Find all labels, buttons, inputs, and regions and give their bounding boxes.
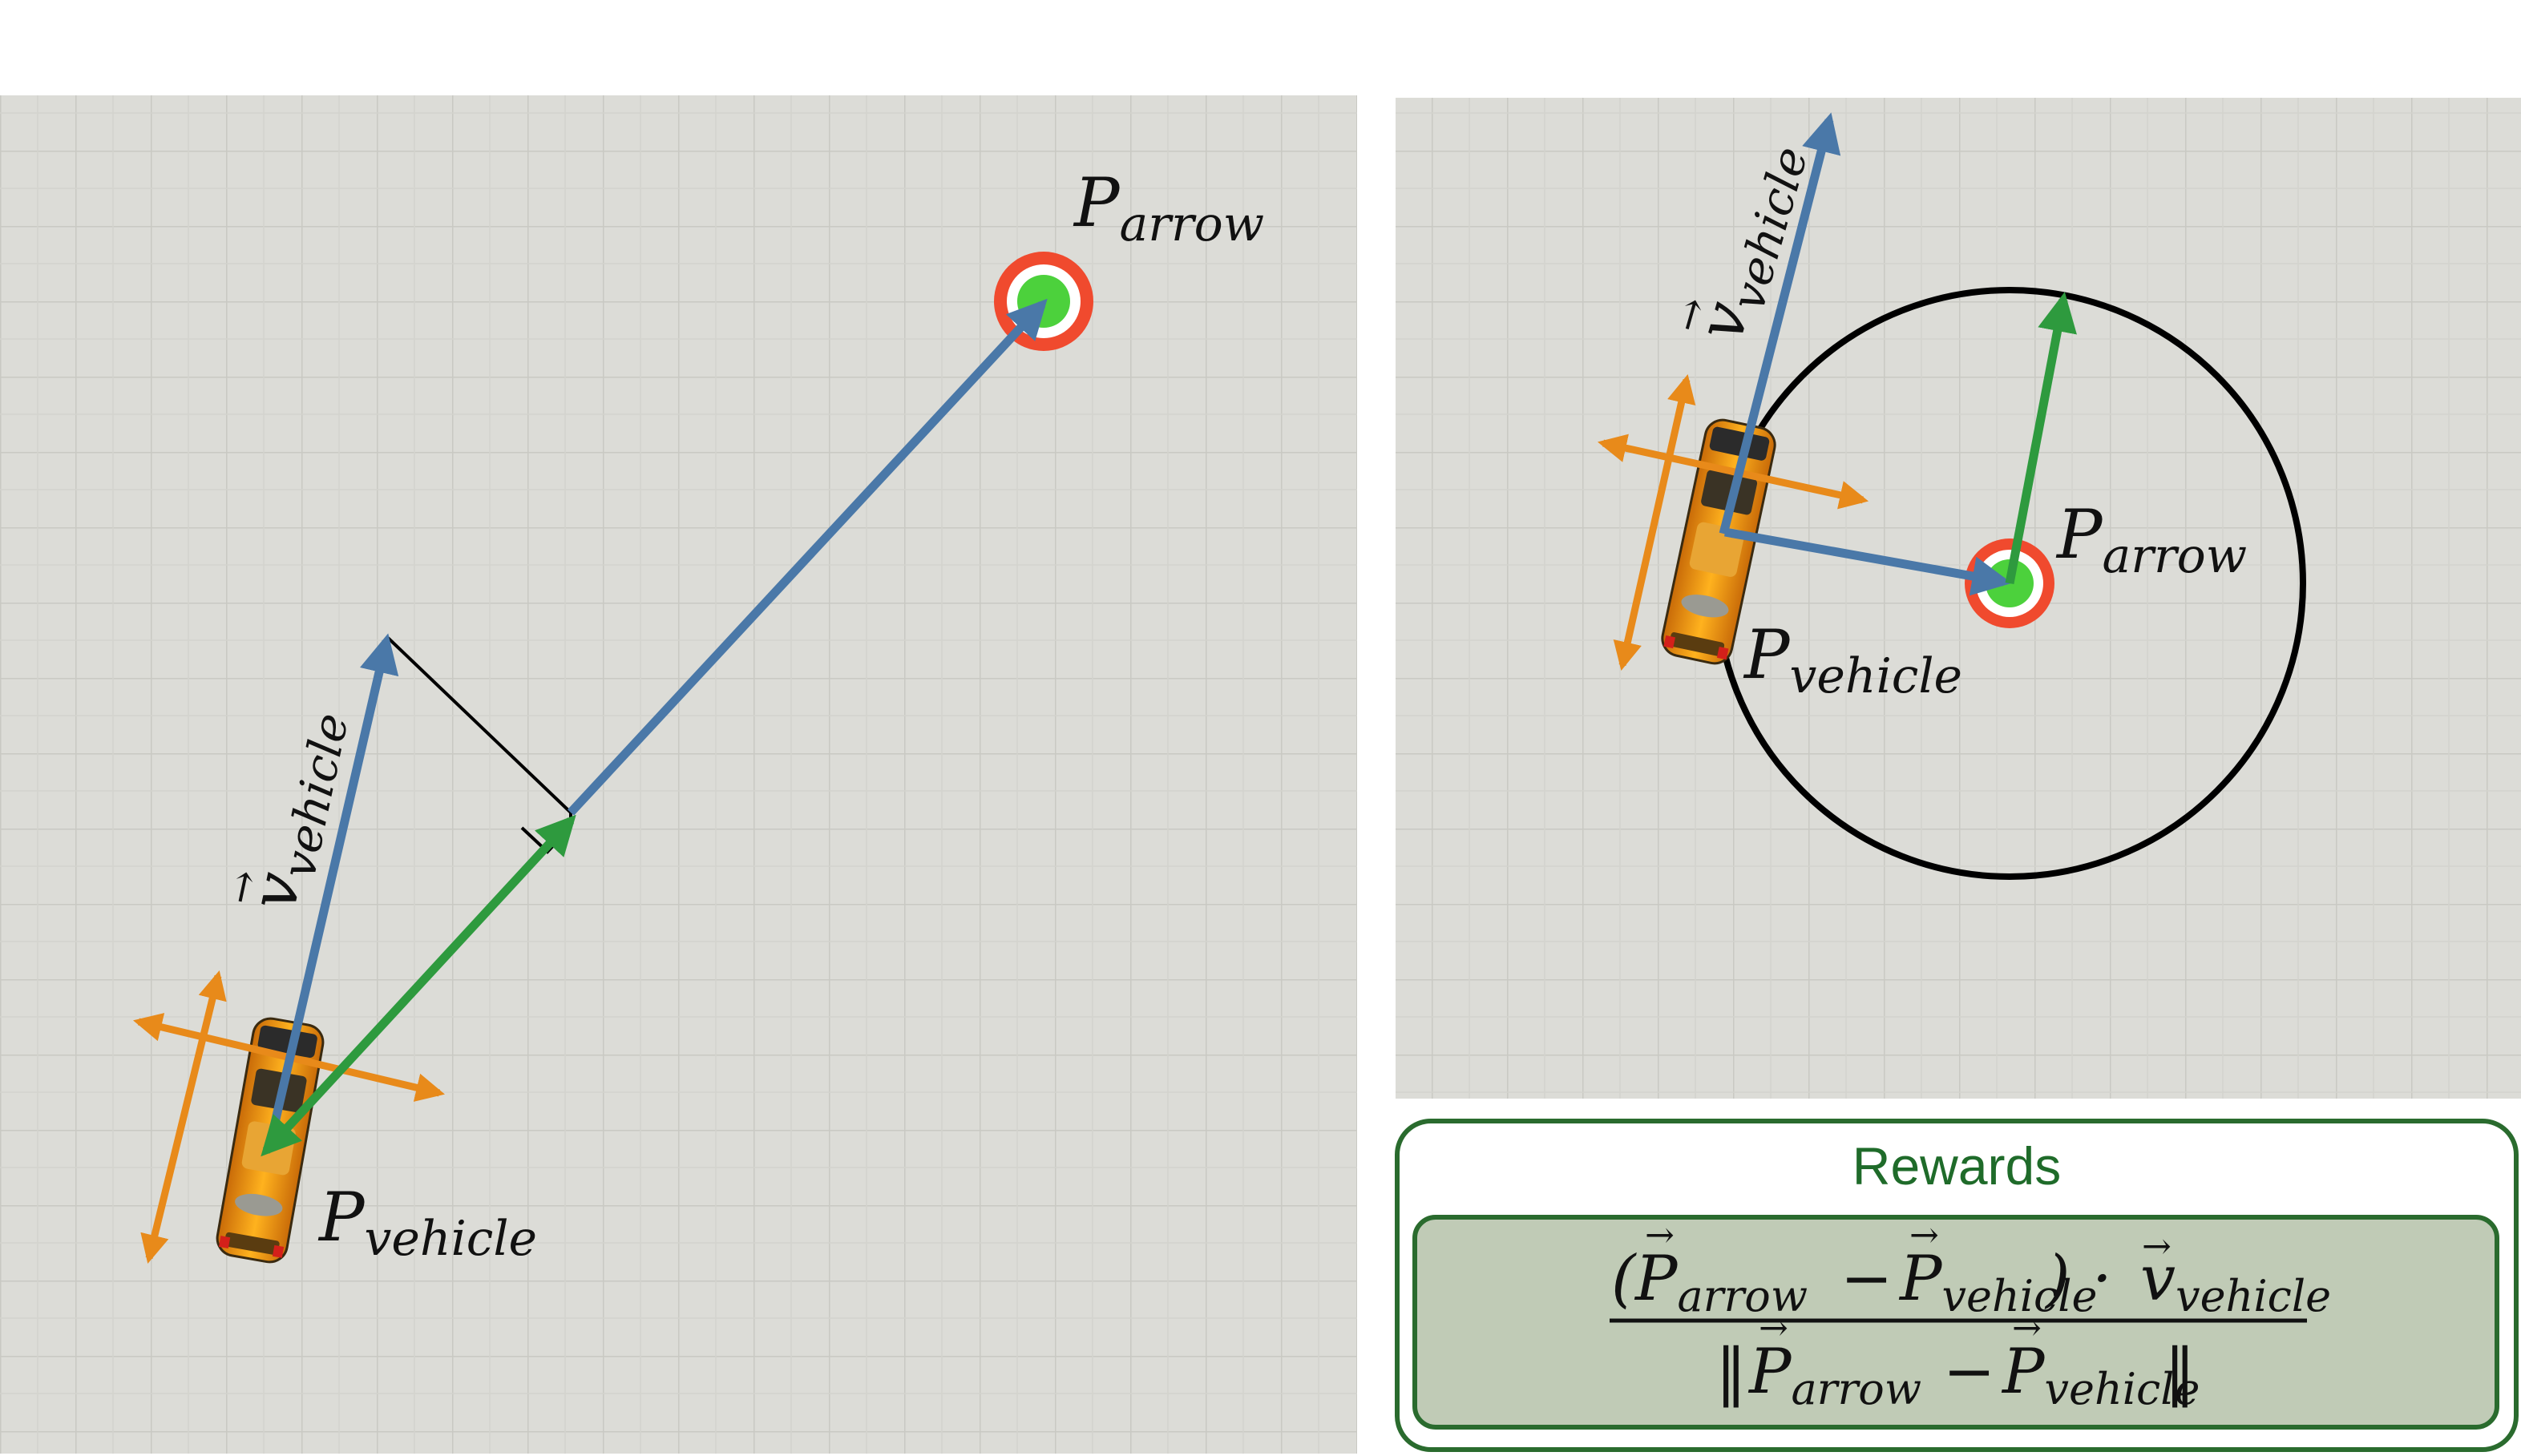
right-radius-vector <box>2005 292 2077 585</box>
rewards-denominator: ‖ Parrow → − Pvehicle → ‖ <box>1715 1308 2200 1414</box>
svg-text:‖: ‖ <box>1715 1336 1747 1408</box>
svg-text:−: − <box>1840 1243 1893 1315</box>
right-velocity-vector <box>1719 112 1841 535</box>
svg-text:Pvehicle: Pvehicle <box>2001 1336 2200 1414</box>
right-label-p-arrow: Parrow <box>2055 495 2247 584</box>
right-label-p-vehicle: Pvehicle <box>1743 615 1962 704</box>
svg-text:Parrow: Parrow <box>1634 1243 1808 1321</box>
svg-text:·: · <box>2092 1243 2112 1315</box>
left-label-p-arrow: Parrow <box>1073 163 1264 252</box>
svg-text:→: → <box>1645 1215 1675 1256</box>
rewards-title: Rewards <box>1852 1136 2061 1196</box>
right-panel: Parrow Pvehicle vvehicle → <box>1396 98 2521 1099</box>
svg-text:Parrow: Parrow <box>1747 1336 1921 1414</box>
left-target-direction-vector <box>567 298 1048 816</box>
svg-text:→: → <box>1759 1308 1788 1349</box>
right-vehicle-axes <box>1597 373 1869 672</box>
right-floor <box>1396 98 2521 1099</box>
svg-text:(: ( <box>1611 1243 1637 1315</box>
svg-text:→: → <box>2142 1226 2172 1267</box>
left-label-p-vehicle: Pvehicle <box>317 1178 537 1267</box>
svg-text:vvehicle: vvehicle <box>2140 1243 2331 1321</box>
rewards-panel: Rewards ( Parrow → − Pvehicle → ) · vveh… <box>1395 1119 2519 1452</box>
svg-text:): ) <box>2044 1243 2070 1315</box>
svg-text:−: − <box>1943 1336 1995 1408</box>
left-projection-vector <box>261 814 576 1157</box>
right-target-direction-vector <box>1724 527 2012 596</box>
left-floor <box>0 95 1357 1454</box>
svg-text:Pvehicle: Pvehicle <box>1898 1243 2097 1321</box>
svg-text:→: → <box>1909 1215 1939 1256</box>
svg-text:→: → <box>2012 1308 2042 1349</box>
left-panel: Parrow Pvehicle vvehicle → <box>0 95 1357 1454</box>
rewards-numerator: ( Parrow → − Pvehicle → ) · vvehicle → <box>1611 1215 2331 1321</box>
svg-text:‖: ‖ <box>2164 1336 2196 1408</box>
